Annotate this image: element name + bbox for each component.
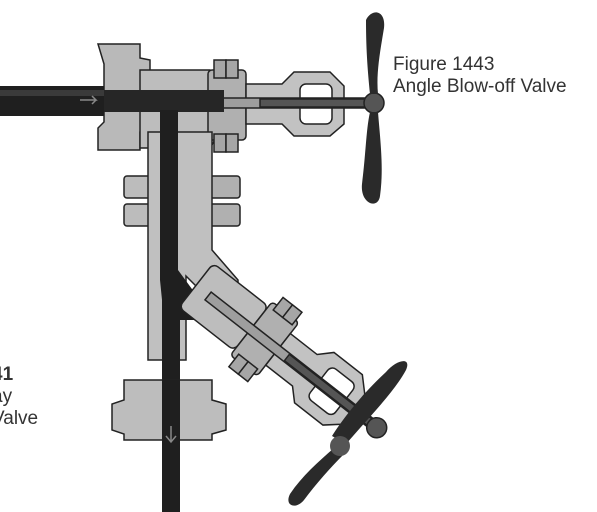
upper-handwheel	[361, 12, 385, 204]
lower-handwheel	[288, 361, 408, 506]
figure-1443-caption: Figure 1443 Angle Blow-off Valve	[393, 54, 567, 98]
left-figure-caption: 41 ay Valve	[0, 364, 38, 430]
caption-line-figure: 41	[0, 364, 14, 385]
lower-valve	[180, 264, 388, 439]
caption-line-figure: Figure 1443	[393, 54, 495, 75]
inlet-pipe	[0, 86, 224, 116]
caption-line-title: Angle Blow-off Valve	[393, 76, 567, 97]
caption-line-title-1: ay	[0, 386, 13, 407]
vertical-pipe	[111, 110, 241, 512]
caption-line-title-2: Valve	[0, 408, 39, 429]
